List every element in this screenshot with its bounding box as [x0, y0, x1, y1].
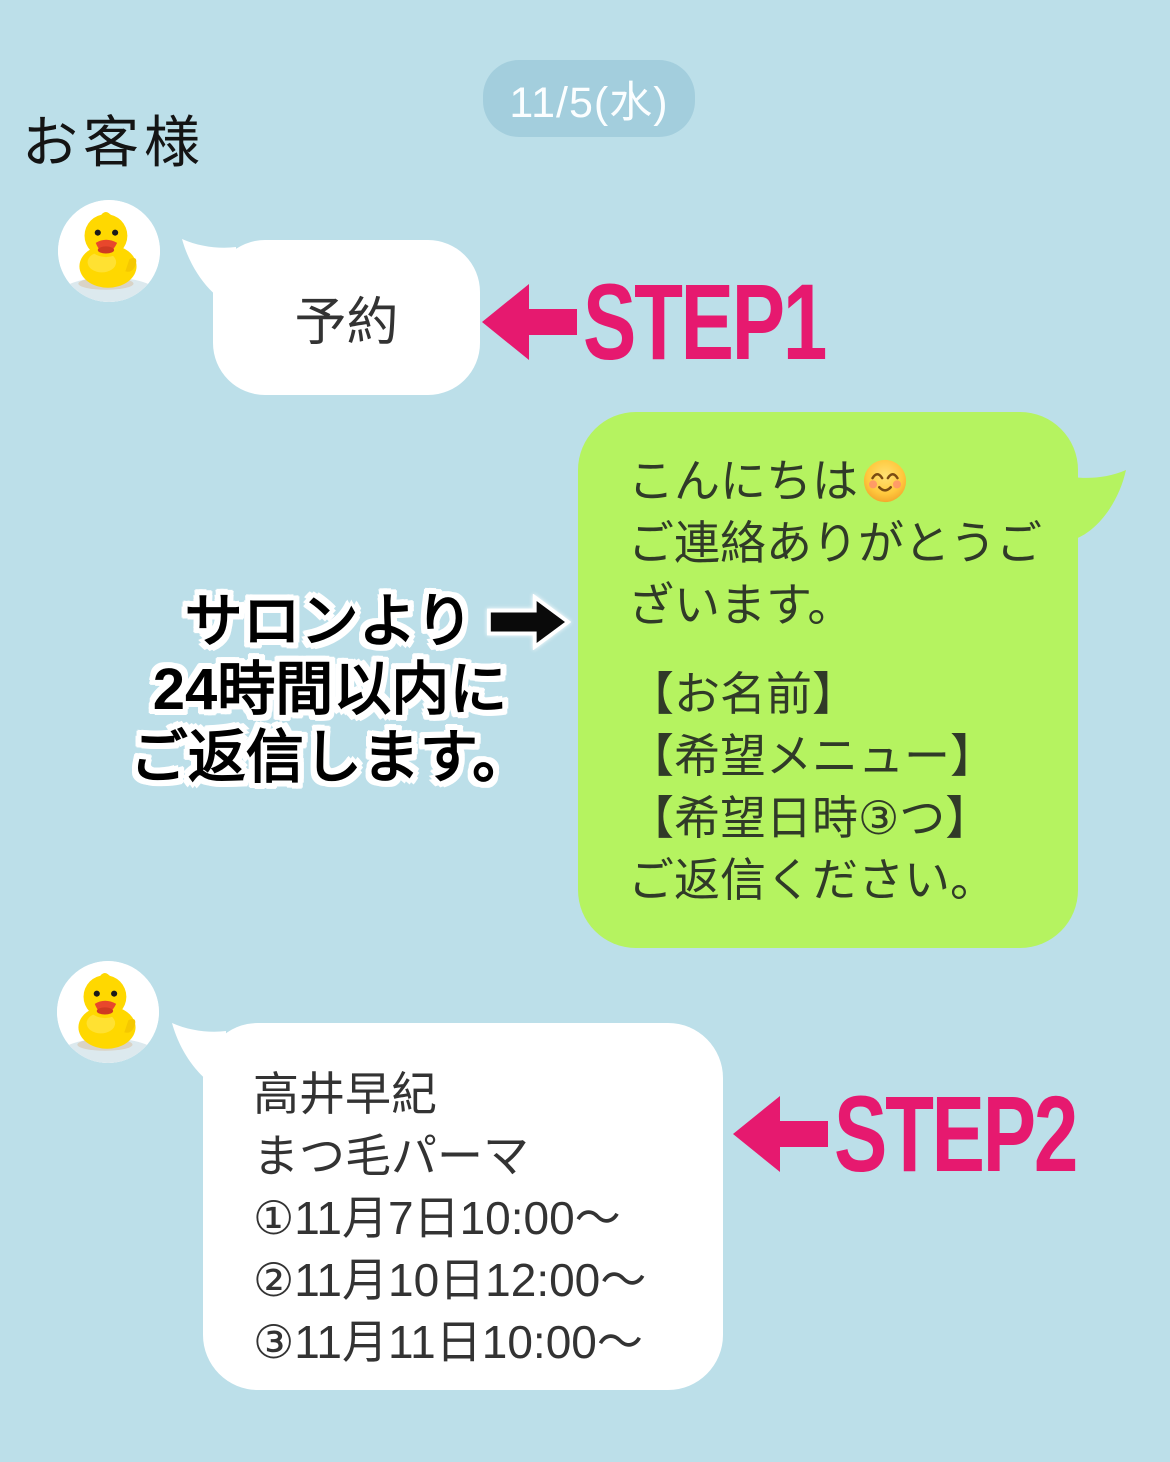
rubber-duck-icon	[57, 961, 159, 1063]
booking-name: 高井早紀	[253, 1068, 437, 1120]
left-arrow-icon	[482, 284, 577, 360]
salon-message-text: こんにちは ご連絡あ	[628, 450, 1042, 911]
form-field-dates: 【希望日時③つ】	[628, 792, 992, 844]
avatar[interactable]	[57, 961, 159, 1063]
booking-date-option-1: ①11月7日10:00〜	[253, 1192, 621, 1244]
form-field-name: 【お名前】	[628, 668, 858, 720]
step2-annotation: STEP2	[733, 1080, 1161, 1188]
relaxed-smiling-face-emoji	[863, 459, 907, 503]
salon-note-text: ご返信します。	[129, 725, 531, 790]
date-badge: 11/5(水)	[483, 60, 695, 137]
salon-note-annotation: サロンより 24時間以内に ご返信します。	[88, 588, 572, 792]
message-bubble-salon: こんにちは ご連絡あ	[578, 412, 1078, 948]
booking-form-request: 【お名前】 【希望メニュー】 【希望日時③つ】 ご返信ください。	[628, 663, 1042, 911]
message-bubble-customer-1: 予約	[213, 240, 480, 395]
form-reply-request: ご返信ください。	[628, 854, 996, 906]
message-bubble-customer-2: 高井早紀 まつ毛パーマ ①11月7日10:00〜 ②11月10日12:00〜 ③…	[203, 1023, 723, 1390]
greeting-text: こんにちは	[628, 455, 858, 507]
form-field-menu: 【希望メニュー】	[628, 730, 996, 782]
booking-menu: まつ毛パーマ	[253, 1130, 529, 1182]
booking-date-option-3: ③11月11日10:00〜	[253, 1316, 643, 1368]
message-text: 予約	[294, 294, 399, 352]
customer-label: お客様	[22, 111, 205, 174]
greeting-text: ざいます。	[628, 579, 854, 631]
rubber-duck-icon	[58, 200, 160, 302]
step1-label: STEP1	[583, 261, 827, 382]
step1-annotation: STEP1	[482, 268, 910, 376]
bubble-tail-right	[1072, 470, 1126, 540]
salon-note-text: 24時間以内に	[152, 657, 508, 722]
left-arrow-icon	[733, 1096, 828, 1172]
greeting-text: ご連絡ありがとうご	[628, 517, 1042, 569]
booking-details-text: 高井早紀 まつ毛パーマ ①11月7日10:00〜 ②11月10日12:00〜 ③…	[253, 1063, 646, 1373]
booking-date-option-2: ②11月10日12:00〜	[253, 1254, 647, 1306]
avatar[interactable]	[58, 200, 160, 302]
right-arrow-icon	[487, 594, 572, 650]
step2-label: STEP2	[834, 1073, 1078, 1194]
salon-note-text: サロンより	[184, 589, 474, 654]
